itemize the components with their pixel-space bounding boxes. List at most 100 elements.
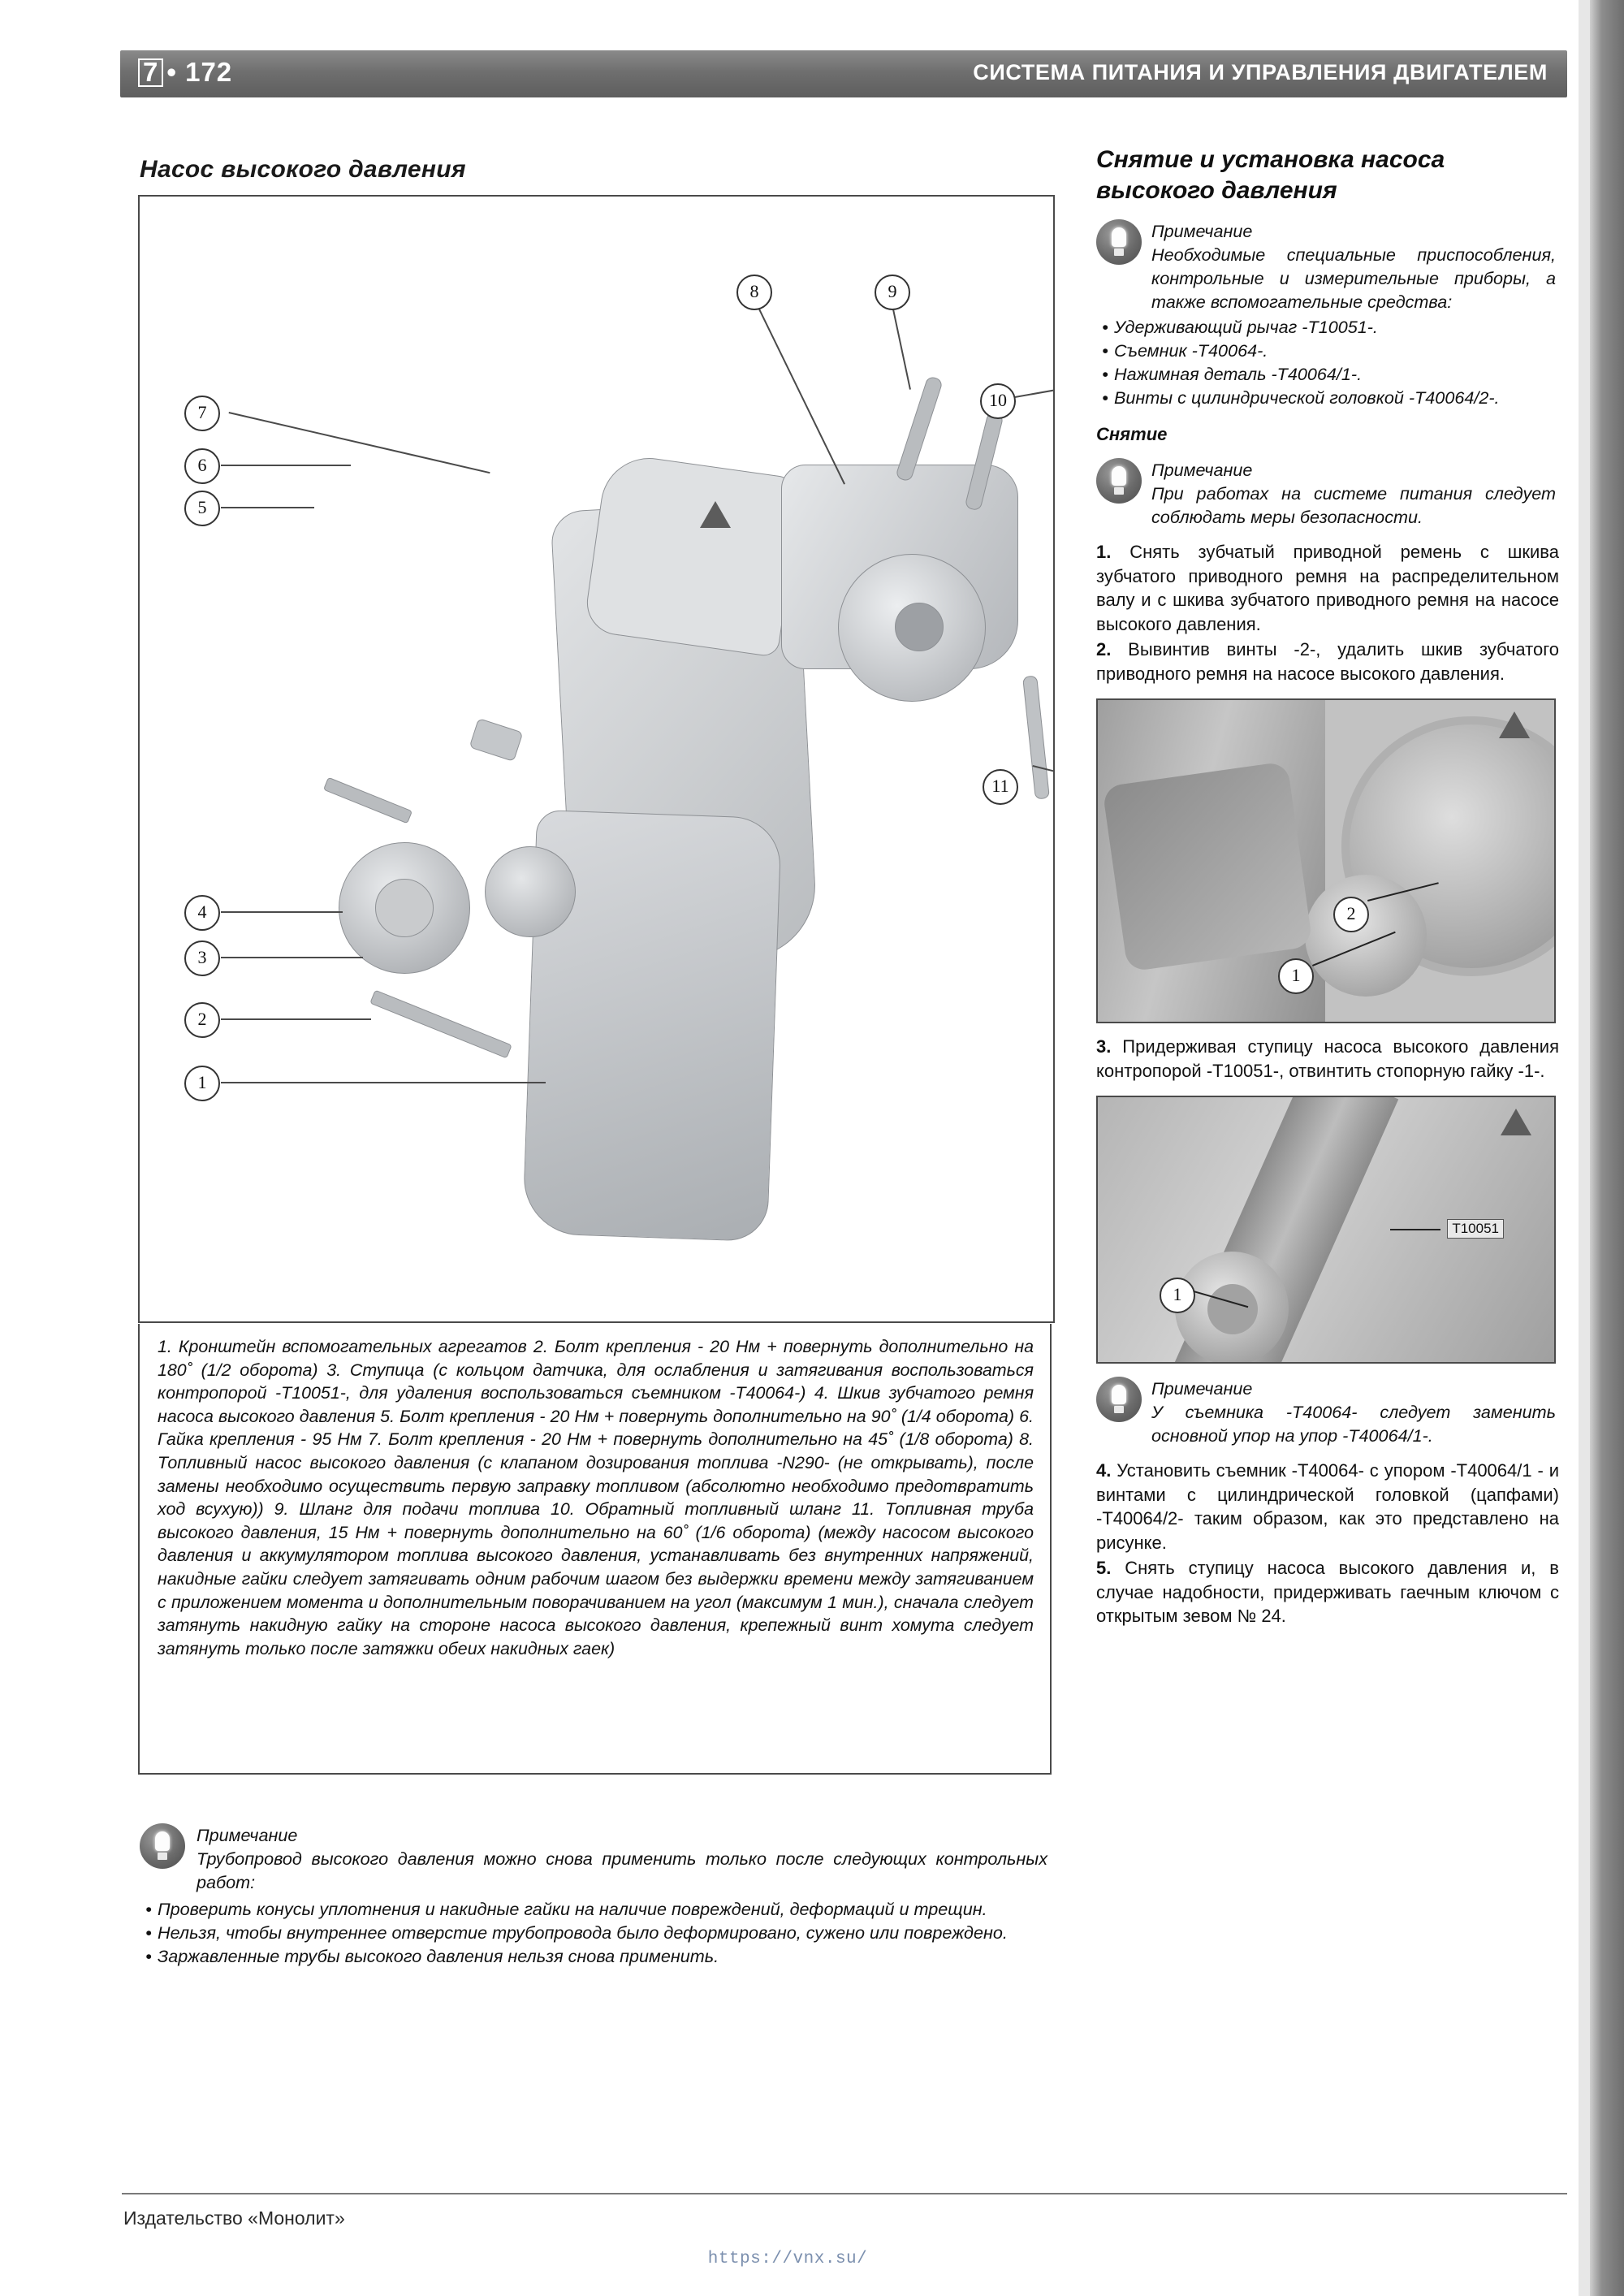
- page-title: Насос высокого давления: [140, 156, 466, 183]
- note-text: Необходимые специальные приспособления, …: [1151, 244, 1556, 312]
- right-note-3: Примечание У съемника -Т40064- следует з…: [1096, 1377, 1559, 1447]
- note-text: Трубопровод высокого давления можно снов…: [197, 1848, 1047, 1892]
- callout-1: 1: [184, 1066, 220, 1101]
- callout-4: 4: [184, 895, 220, 931]
- photo-bracket-dark: [1102, 761, 1313, 972]
- note-bulb-icon: [140, 1823, 185, 1869]
- callout-7: 7: [184, 396, 220, 431]
- bullet-dot-icon: •: [145, 1922, 152, 1943]
- page-number: 172: [185, 57, 233, 87]
- subheading-removal: Снятие: [1096, 424, 1168, 444]
- step-2-text: Вывинтив винты -2-, удалить шкив зубчато…: [1096, 639, 1559, 684]
- leader-line-5: [221, 507, 314, 508]
- photo-pump-hub: [1305, 875, 1427, 997]
- publisher-name: Издательство «Монолит»: [123, 2207, 345, 2229]
- leader-line-3: [221, 957, 363, 958]
- header-title: СИСТЕМА ПИТАНИЯ И УПРАВЛЕНИЯ ДВИГАТЕЛЕМ: [973, 60, 1548, 84]
- note-bulb-icon: [1096, 219, 1142, 265]
- list-item: • Нельзя, чтобы внутреннее отверстие труб…: [140, 1921, 1049, 1944]
- step-3: 3. Придерживая ступицу насоса высокого д…: [1096, 1035, 1559, 1083]
- step-5: 5. Снять ступицу насоса высокого давлени…: [1096, 1556, 1559, 1628]
- drawing-bolt-short: [322, 776, 413, 824]
- note-text: При работах на системе питания следует с…: [1151, 483, 1556, 527]
- warning-triangle-icon: [1501, 1109, 1531, 1135]
- step-1-text: Снять зубчатый приводной ремень с шкива …: [1096, 542, 1559, 634]
- step-2: 2. Вывинтив винты -2-, удалить шкив зубч…: [1096, 638, 1559, 685]
- page-header: 7• 172 СИСТЕМА ПИТАНИЯ И УПРАВЛЕНИЯ ДВИГ…: [120, 50, 1567, 97]
- leader-line-4: [221, 911, 343, 913]
- right-note-1: Примечание Необходимые специальные присп…: [1096, 219, 1559, 313]
- list-item-text: Нажимная деталь -Т40064/1-.: [1114, 364, 1363, 384]
- list-item-text: Проверить конусы уплотнения и накидные г…: [158, 1899, 987, 1919]
- note-text: У съемника -Т40064- следует заменить осн…: [1151, 1402, 1556, 1446]
- right-note-2: Примечание При работах на системе питани…: [1096, 458, 1559, 529]
- drawing-gear-hub: [375, 879, 434, 937]
- warning-triangle-icon: [700, 501, 731, 528]
- bullet-dot-icon: •: [145, 1946, 152, 1966]
- right-column: Снятие и установка насоса высокого давле…: [1096, 145, 1559, 1628]
- list-item-text: Съемник -Т40064-.: [1114, 340, 1268, 361]
- leader-line-1: [221, 1082, 546, 1083]
- right-column-title: Снятие и установка насоса высокого давле…: [1096, 146, 1445, 204]
- bullet-dot-icon: •: [145, 1899, 152, 1919]
- list-item: • Нажимная деталь -Т40064/1-.: [1096, 362, 1559, 386]
- header-separator: •: [166, 57, 177, 87]
- leader-line-2: [221, 1018, 371, 1020]
- callout-2: 2: [184, 1002, 220, 1038]
- step-4-number: 4.: [1096, 1460, 1112, 1481]
- chapter-number: 7: [138, 58, 164, 87]
- drawing-bolt-long: [369, 989, 512, 1059]
- left-note-block: Примечание Трубопровод высокого давления…: [140, 1823, 1049, 1968]
- left-bullet-list: • Проверить конусы уплотнения и накидные …: [140, 1897, 1049, 1968]
- bullet-dot-icon: •: [1102, 387, 1108, 408]
- tools-list: • Удерживающий рычаг -Т10051-. • Съемник -…: [1096, 315, 1559, 409]
- list-item: • Удерживающий рычаг -Т10051-.: [1096, 315, 1559, 339]
- list-item-text: Удерживающий рычаг -Т10051-.: [1114, 317, 1378, 337]
- note-bulb-icon: [1096, 458, 1142, 504]
- note-title: Примечание: [1151, 221, 1253, 241]
- callout-3: 3: [184, 940, 220, 976]
- leader-line-6: [221, 465, 351, 466]
- header-page-number: 7• 172: [138, 57, 232, 88]
- list-item: •Заржавленные трубы высокого давления не…: [140, 1944, 1049, 1968]
- note-bulb-icon: [1096, 1377, 1142, 1422]
- step-3-number: 3.: [1096, 1036, 1112, 1057]
- step-4: 4. Установить съемник -Т40064- с упором …: [1096, 1459, 1559, 1554]
- watermark-url: https://vnx.su/: [707, 2250, 868, 2268]
- footer-divider: [122, 2193, 1567, 2194]
- bullet-dot-icon: •: [1102, 340, 1108, 361]
- callout-6: 6: [184, 448, 220, 484]
- list-item: • Проверить конусы уплотнения и накидные …: [140, 1897, 1049, 1921]
- drawing-fuel-pipe: [1022, 675, 1050, 800]
- photo-pulley-bolts: 2 1: [1096, 698, 1556, 1023]
- warning-triangle-icon: [1499, 711, 1530, 738]
- drawing-pump-shaft: [895, 603, 944, 651]
- step-1-number: 1.: [1096, 542, 1112, 562]
- callout-11: 11: [983, 769, 1018, 805]
- exploded-view-figure: 8 9 10 11 7 6 5 4 3 2 1: [138, 195, 1055, 1323]
- step-5-number: 5.: [1096, 1558, 1112, 1578]
- photo-holding-tool: T10051 1: [1096, 1096, 1556, 1364]
- note-title: Примечание: [1151, 1378, 1253, 1399]
- list-item-text: Винты с цилиндрической головкой -Т40064/…: [1114, 387, 1500, 408]
- drawing-bracket-upper: [582, 452, 803, 658]
- step-4-text: Установить съемник -Т40064- с упором -Т4…: [1096, 1460, 1559, 1553]
- bullet-dot-icon: •: [1102, 364, 1108, 384]
- bullet-dot-icon: •: [1102, 317, 1108, 337]
- note-title: Примечание: [1151, 460, 1253, 480]
- tool-label: T10051: [1447, 1219, 1504, 1239]
- note-title: Примечание: [197, 1825, 298, 1845]
- photo-nut: [1207, 1284, 1258, 1334]
- step-2-number: 2.: [1096, 639, 1112, 659]
- callout-8: 8: [736, 275, 772, 310]
- scan-edge-dark: [1590, 0, 1624, 2296]
- step-1: 1. Снять зубчатый приводной ремень с шки…: [1096, 540, 1559, 636]
- photo1-callout-2: 2: [1333, 897, 1369, 932]
- leader-line-8: [751, 294, 845, 485]
- step-3-text: Придерживая ступицу насоса высокого давл…: [1096, 1036, 1559, 1081]
- photo2-callout-1: 1: [1160, 1278, 1195, 1313]
- callout-9: 9: [875, 275, 910, 310]
- list-item: • Съемник -Т40064-.: [1096, 339, 1559, 362]
- list-item-text: Нельзя, чтобы внутреннее отверстие трубо…: [158, 1922, 1008, 1943]
